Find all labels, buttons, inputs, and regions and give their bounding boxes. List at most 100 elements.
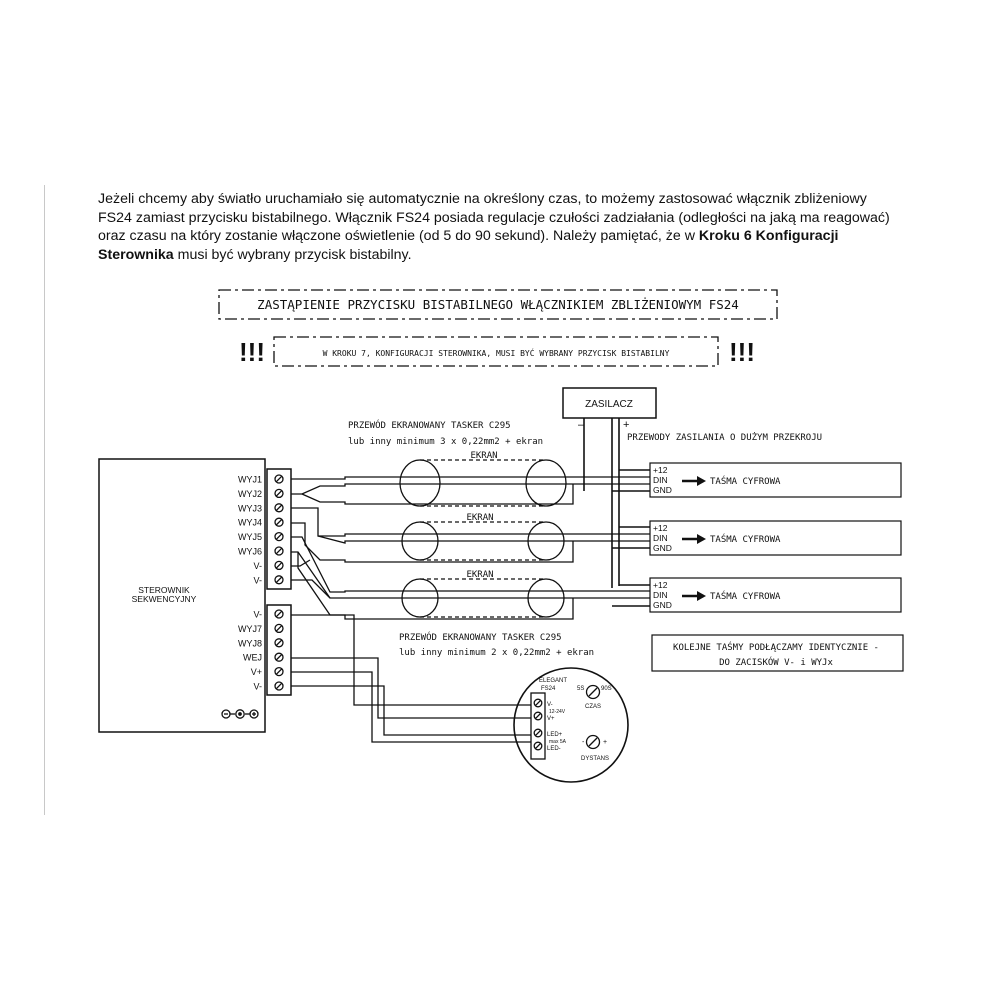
- fs24-terminal-block: [530, 692, 546, 760]
- terminal-label: WYJ4: [238, 518, 262, 528]
- tape-pin-label: +12: [653, 465, 668, 475]
- power-minus-label: –: [578, 419, 585, 431]
- terminal-label: V-: [253, 561, 262, 571]
- shield-label: EKRAN: [466, 513, 493, 523]
- terminal-label: V+: [251, 667, 262, 677]
- cable-top-line1: PRZEWÓD EKRANOWANY TASKER C295: [348, 419, 511, 431]
- fs24-term-label-2: 12-24V: [549, 709, 566, 715]
- power-plus-label: +: [623, 419, 629, 431]
- fs24-term-label-1: V-: [547, 702, 553, 708]
- warning-mark-left: !!!: [239, 337, 265, 367]
- terminal-label: WEJ: [243, 653, 262, 663]
- terminal-screw-icon: [274, 531, 284, 542]
- controller-label-1: STEROWNIK: [138, 585, 190, 595]
- fs24-terminal-screw-icon: [533, 698, 543, 708]
- tape-pin-label: GND: [653, 600, 672, 610]
- title-box: [218, 289, 778, 320]
- cable-bottom-line1: PRZEWÓD EKRANOWANY TASKER C295: [399, 631, 562, 643]
- warning-box: [273, 336, 719, 367]
- arrow-head-icon: [697, 534, 706, 544]
- fs24-terminal-screw-icon: [533, 741, 543, 751]
- time-max-label: 90S: [601, 686, 612, 692]
- supply-wires: [583, 418, 650, 607]
- arrow-head-icon: [697, 591, 706, 601]
- note-box: [651, 634, 904, 672]
- cable-shield: EKRAN: [399, 451, 567, 507]
- time-knob-icon: [585, 684, 601, 700]
- fs24-model: FS24: [541, 686, 556, 692]
- intro-text-2: musi być wybrany przycisk bistabilny.: [173, 246, 412, 263]
- terminal-screw-icon: [274, 575, 284, 585]
- terminal-label: WYJ6: [238, 547, 262, 557]
- tape-label: TAŚMA CYFROWA: [710, 533, 781, 545]
- distance-label: DYSTANS: [581, 756, 609, 762]
- fs24-terminal-screw-icon: [533, 711, 543, 721]
- cable-shield: EKRAN: [401, 513, 565, 561]
- note-line1: KOLEJNE TAŚMY PODŁĄCZAMY IDENTYCZNIE -: [673, 641, 879, 653]
- fs24-brand: ELEGANT: [539, 678, 567, 684]
- shield-label: EKRAN: [470, 451, 497, 461]
- shield-label: EKRAN: [466, 570, 493, 580]
- terminal-screw-icon: [274, 488, 284, 499]
- terminal-screw-icon: [274, 560, 284, 571]
- terminal-label: V-: [253, 575, 262, 585]
- fs24-terminal-screw-icon: [533, 728, 543, 738]
- terminal-screw-icon: [274, 503, 284, 513]
- terminal-screw-icon: [274, 474, 284, 484]
- terminal-block-lower: [266, 604, 292, 696]
- tape-pin-label: GND: [653, 543, 672, 553]
- power-note: PRZEWODY ZASILANIA O DUŻYM PRZEKROJU: [627, 432, 822, 443]
- distance-minus-label: -: [582, 739, 585, 746]
- terminal-label: WYJ3: [238, 503, 262, 513]
- terminal-screw-icon: [274, 666, 284, 677]
- distance-plus-label: +: [603, 739, 607, 746]
- note-line2: DO ZACISKÓW V- i WYJx: [719, 656, 833, 668]
- controller-label-2: SEKWENCYJNY: [132, 594, 197, 604]
- terminal-label: V-: [253, 610, 262, 620]
- cable-top-line2: lub inny minimum 3 x 0,22mm2 + ekran: [348, 437, 543, 447]
- terminal-label: WYJ7: [238, 624, 262, 634]
- fs24-module: [513, 667, 629, 783]
- terminal-screw-icon: [274, 546, 284, 556]
- terminal-label: WYJ5: [238, 532, 262, 542]
- warning-mark-right: !!!: [729, 337, 755, 367]
- page-margin-line: [44, 185, 45, 815]
- terminal-screw-icon: [274, 652, 284, 662]
- terminal-screw-icon: [274, 681, 284, 691]
- terminal-screw-icon: [274, 609, 284, 619]
- power-supply-label: ZASILACZ: [585, 399, 633, 410]
- warning-text: W KROKU 7, KONFIGURACJI STEROWNIKA, MUSI…: [323, 347, 670, 358]
- terminal-screw-icon: [274, 638, 284, 648]
- tape-pin-label: DIN: [653, 475, 668, 485]
- distance-knob-icon: [585, 734, 601, 750]
- tape-pin-label: GND: [653, 485, 672, 495]
- fs24-terminals: [533, 698, 543, 751]
- terminal-screw-icon: [274, 517, 284, 527]
- fs24-term-label-6: LED-: [547, 746, 561, 752]
- terminal-label: WYJ8: [238, 638, 262, 648]
- intro-bold: Kroku 6 Konfiguracji Sterownika: [98, 228, 839, 263]
- controller-box: [98, 458, 266, 733]
- terminal-screw-icon: [274, 623, 284, 634]
- time-min-label: 5S: [577, 686, 584, 692]
- title-text: ZASTĄPIENIE PRZYCISKU BISTABILNEGO WŁĄCZ…: [257, 297, 739, 312]
- terminal-label: WYJ1: [238, 475, 262, 485]
- tape-pin-label: DIN: [653, 590, 668, 600]
- time-label: CZAS: [585, 704, 601, 710]
- tape-pin-label: +12: [653, 580, 668, 590]
- cable-shields: EKRAN EKRAN EKRAN: [399, 451, 567, 618]
- fs24-term-label-3: V+: [547, 716, 555, 722]
- tape-pin-label: DIN: [653, 533, 668, 543]
- tape-pin-label: +12: [653, 523, 668, 533]
- terminal-label: WYJ2: [238, 489, 262, 499]
- arrow-head-icon: [697, 476, 706, 486]
- fs24-term-label-5: max 5A: [549, 739, 567, 745]
- fs24-wires: [291, 614, 531, 743]
